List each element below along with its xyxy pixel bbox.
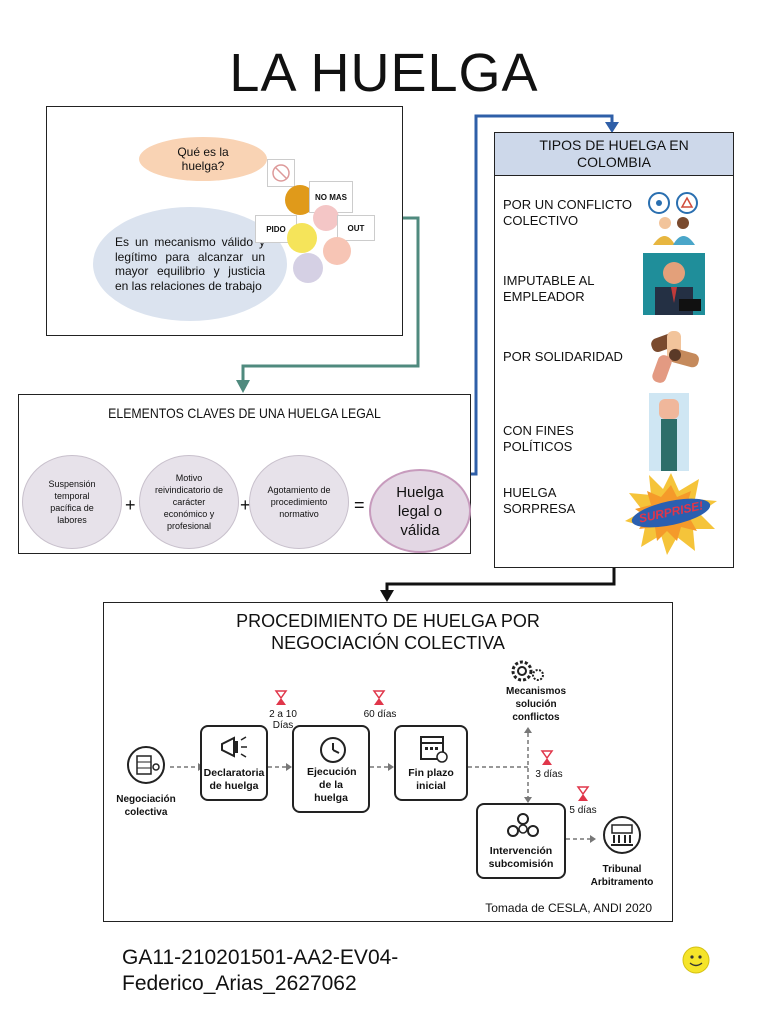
page-title: LA HUELGA xyxy=(229,43,539,103)
calendar-icon xyxy=(420,736,448,763)
stacked-hands-icon xyxy=(651,331,699,383)
people-discussion-icon xyxy=(648,192,698,245)
mechanisms-label: Mecanismos solución conflictos xyxy=(505,686,567,723)
source-note: Tomada de CESLA, ANDI 2020 xyxy=(485,901,652,915)
elements-heading: ELEMENTOS CLAVES DE UNA HUELGA LEGAL xyxy=(108,405,381,421)
step-label-1: Declaratoria de huelga xyxy=(203,767,265,792)
question-bubble: Qué es la huelga? xyxy=(139,137,267,181)
smiley-icon xyxy=(682,946,710,974)
duration-4: 5 días xyxy=(569,805,597,816)
duration-1: 2 a 10 Días xyxy=(269,709,297,731)
elements-panel: ELEMENTOS CLAVES DE UNA HUELGA LEGAL Sus… xyxy=(18,394,471,554)
procedure-flow-lines xyxy=(170,727,596,843)
negotiation-icon xyxy=(127,746,165,784)
result-circle: Huelga legal o válida xyxy=(369,469,471,553)
teal-arrow-line xyxy=(241,216,420,382)
black-arrow-head xyxy=(380,590,394,602)
duration-2: 60 días xyxy=(363,709,397,720)
step-label-4: Intervención subcomisión xyxy=(488,845,554,870)
result-text: Huelga legal o válida xyxy=(396,483,444,539)
equals-operator: = xyxy=(354,495,365,515)
tribunal-label: Tribunal Arbitramento xyxy=(590,864,654,888)
duration-3: 3 días xyxy=(535,769,563,780)
smiley-peach-icon xyxy=(323,237,351,265)
surprise-burst-icon xyxy=(625,473,717,555)
blue-arrow-line xyxy=(469,114,614,476)
types-header: TIPOS DE HUELGA EN COLOMBIA xyxy=(495,133,733,176)
tribunal-icon xyxy=(603,816,641,854)
start-label: Negociación colectiva xyxy=(116,794,176,818)
no-sign-icon xyxy=(267,159,295,187)
element-text-1: Suspensión temporal pacífica de labores xyxy=(48,479,96,525)
element-circle-3: Agotamiento de procedimiento normativo xyxy=(249,455,349,549)
types-heading: TIPOS DE HUELGA EN COLOMBIA xyxy=(539,137,689,170)
type-label-5: HUELGA SORPRESA xyxy=(503,485,576,516)
hourglass-icon xyxy=(576,786,590,801)
type-label-2: IMPUTABLE AL EMPLEADOR xyxy=(503,273,595,304)
footer-line1: GA11-210201501-AA2-EV04- xyxy=(122,946,399,969)
blue-arrow-head xyxy=(605,122,619,133)
intro-panel: Qué es la huelga? Es un mecanismo válido… xyxy=(46,106,403,336)
raised-fist-icon xyxy=(649,393,689,471)
black-arrow-line xyxy=(385,566,616,592)
step-intervencion: Intervención subcomisión xyxy=(476,803,566,879)
hourglass-icon xyxy=(540,750,554,765)
element-text-2: Motivo reivindicatorio de carácter econó… xyxy=(154,473,224,531)
element-circle-1: Suspensión temporal pacífica de labores xyxy=(22,455,122,549)
type-label-4: CON FINES POLÍTICOS xyxy=(503,423,574,454)
question-text: Qué es la huelga? xyxy=(177,145,229,173)
element-text-3: Agotamiento de procedimiento normativo xyxy=(267,485,331,519)
angry-employer-icon xyxy=(643,253,705,315)
answer-text: Es un mecanismo válido y legítimo para a… xyxy=(115,235,265,293)
type-label-3: POR SOLIDARIDAD xyxy=(503,349,623,364)
types-panel: TIPOS DE HUELGA EN COLOMBIA POR UN CONFL… xyxy=(494,132,734,568)
step-label-3: Fin plazo inicial xyxy=(408,767,454,792)
type-label-1: POR UN CONFLICTO COLECTIVO xyxy=(503,197,633,228)
element-circle-2: Motivo reivindicatorio de carácter econó… xyxy=(139,455,239,549)
answer-bubble: Es un mecanismo válido y legítimo para a… xyxy=(93,207,287,321)
procedure-panel: PROCEDIMIENTO DE HUELGA POR NEGOCIACIÓN … xyxy=(103,602,673,922)
procedure-heading-line2: NEGOCIACIÓN COLECTIVA xyxy=(271,633,505,653)
footer-line2: Federico_Arias_2627062 xyxy=(122,972,357,995)
step-ejecucion: Ejecución de la huelga xyxy=(292,725,370,813)
step-declaratoria: Declaratoria de huelga xyxy=(200,725,268,801)
hourglass-icon xyxy=(372,690,386,705)
smiley-pink-icon xyxy=(313,205,339,231)
step-label-2: Ejecución de la huelga xyxy=(307,766,357,804)
sign-out: OUT xyxy=(337,215,375,241)
plus-operator-2: + xyxy=(240,495,251,515)
teal-arrow-head xyxy=(236,380,250,393)
megaphone-icon xyxy=(221,736,247,758)
team-icon xyxy=(507,813,539,837)
smiley-yellow-icon xyxy=(287,223,317,253)
plus-operator-1: + xyxy=(125,495,136,515)
gears-icon xyxy=(511,660,544,682)
procedure-heading-line1: PROCEDIMIENTO DE HUELGA POR xyxy=(236,611,540,631)
smiley-lavender-icon xyxy=(293,253,323,283)
step-fin-plazo: Fin plazo inicial xyxy=(394,725,468,801)
hourglass-icon xyxy=(274,690,288,705)
clock-icon xyxy=(320,737,346,763)
